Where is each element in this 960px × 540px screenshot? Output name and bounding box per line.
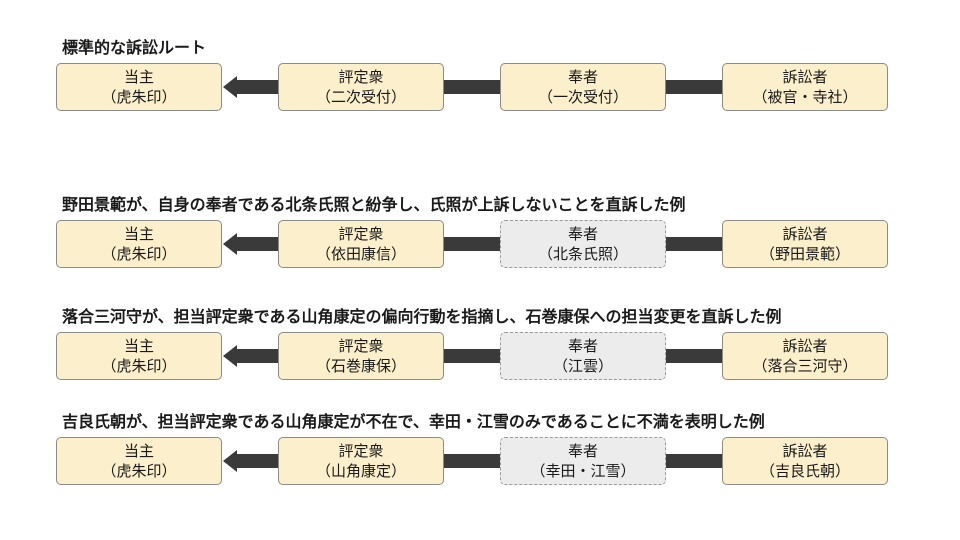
node-name: 奉者 xyxy=(567,225,598,243)
node-agent-bypassed: 奉者 （江雲） xyxy=(500,332,666,380)
node-council: 評定衆 （山角康定） xyxy=(278,437,444,485)
node-name: 評定衆 xyxy=(338,225,384,243)
connector-bar xyxy=(666,454,722,468)
node-name: 訴訟者 xyxy=(782,225,828,243)
node-lord: 当主 （虎朱印） xyxy=(56,332,222,380)
node-council: 評定衆 （石巻康保） xyxy=(278,332,444,380)
node-role: （野田景範） xyxy=(759,245,850,263)
node-role: （幸田・江雪） xyxy=(530,462,636,480)
node-role: （吉良氏朝） xyxy=(759,462,850,480)
node-role: （落合三河守） xyxy=(752,357,858,375)
arrow-head-icon xyxy=(223,233,237,255)
node-litigant: 訴訟者 （落合三河守） xyxy=(722,332,888,380)
section-title: 標準的な訴訟ルート xyxy=(62,38,207,57)
node-name: 当主 xyxy=(123,225,154,243)
node-name: 訴訟者 xyxy=(782,442,828,460)
arrow-head-icon xyxy=(223,450,237,472)
connector-bar xyxy=(666,237,722,251)
node-role: （虎朱印） xyxy=(101,357,177,375)
node-role: （石巻康保） xyxy=(315,357,406,375)
node-lord: 当主 （虎朱印） xyxy=(56,220,222,268)
node-role: （虎朱印） xyxy=(101,462,177,480)
node-role: （北条氏照） xyxy=(537,245,628,263)
node-role: （被官・寺社） xyxy=(752,88,858,106)
arrow-head-icon xyxy=(223,345,237,367)
node-agent: 奉者 （一次受付） xyxy=(500,63,666,111)
node-council: 評定衆 （二次受付） xyxy=(278,63,444,111)
connector-bar xyxy=(444,454,500,468)
node-role: （依田康信） xyxy=(315,245,406,263)
node-name: 奉者 xyxy=(567,337,598,355)
node-role: （虎朱印） xyxy=(101,245,177,263)
connector-bar xyxy=(444,349,500,363)
connector-bar xyxy=(666,349,722,363)
node-agent-bypassed: 奉者 （幸田・江雪） xyxy=(500,437,666,485)
section-title: 野田景範が、自身の奉者である北条氏照と紛争し、氏照が上訴しないことを直訴した例 xyxy=(62,195,686,214)
node-role: （江雲） xyxy=(552,357,613,375)
node-council: 評定衆 （依田康信） xyxy=(278,220,444,268)
connector-bar xyxy=(236,237,278,251)
flow-row-ochiai: 当主 （虎朱印） 評定衆 （石巻康保） 奉者 （江雲） 訴訟者 （落合三河守） xyxy=(56,332,889,382)
node-lord: 当主 （虎朱印） xyxy=(56,63,222,111)
node-litigant: 訴訟者 （野田景範） xyxy=(722,220,888,268)
connector-bar xyxy=(236,80,278,94)
section-title: 落合三河守が、担当評定衆である山角康定の偏向行動を指摘し、石巻康保への担当変更を… xyxy=(62,307,782,326)
node-name: 訴訟者 xyxy=(782,68,828,86)
node-name: 評定衆 xyxy=(338,68,384,86)
flow-row-standard: 当主 （虎朱印） 評定衆 （二次受付） 奉者 （一次受付） 訴訟者 （被官・寺社… xyxy=(56,63,889,113)
node-name: 奉者 xyxy=(567,68,598,86)
node-name: 当主 xyxy=(123,337,154,355)
node-role: （二次受付） xyxy=(315,88,406,106)
node-role: （一次受付） xyxy=(537,88,628,106)
connector-bar xyxy=(444,80,500,94)
section-title: 吉良氏朝が、担当評定衆である山角康定が不在で、幸田・江雪のみであることに不満を表… xyxy=(62,412,765,431)
node-litigant: 訴訟者 （被官・寺社） xyxy=(722,63,888,111)
node-name: 当主 xyxy=(123,442,154,460)
node-name: 奉者 xyxy=(567,442,598,460)
node-name: 評定衆 xyxy=(338,442,384,460)
arrow-head-icon xyxy=(223,76,237,98)
node-name: 当主 xyxy=(123,68,154,86)
node-litigant: 訴訟者 （吉良氏朝） xyxy=(722,437,888,485)
node-lord: 当主 （虎朱印） xyxy=(56,437,222,485)
connector-bar xyxy=(236,454,278,468)
node-agent-bypassed: 奉者 （北条氏照） xyxy=(500,220,666,268)
connector-bar xyxy=(236,349,278,363)
node-name: 訴訟者 xyxy=(782,337,828,355)
node-role: （虎朱印） xyxy=(101,88,177,106)
connector-bar xyxy=(666,80,722,94)
flow-row-noda: 当主 （虎朱印） 評定衆 （依田康信） 奉者 （北条氏照） 訴訟者 （野田景範） xyxy=(56,220,889,270)
connector-bar xyxy=(444,237,500,251)
node-name: 評定衆 xyxy=(338,337,384,355)
flow-row-kira: 当主 （虎朱印） 評定衆 （山角康定） 奉者 （幸田・江雪） 訴訟者 （吉良氏朝… xyxy=(56,437,889,487)
node-role: （山角康定） xyxy=(315,462,406,480)
